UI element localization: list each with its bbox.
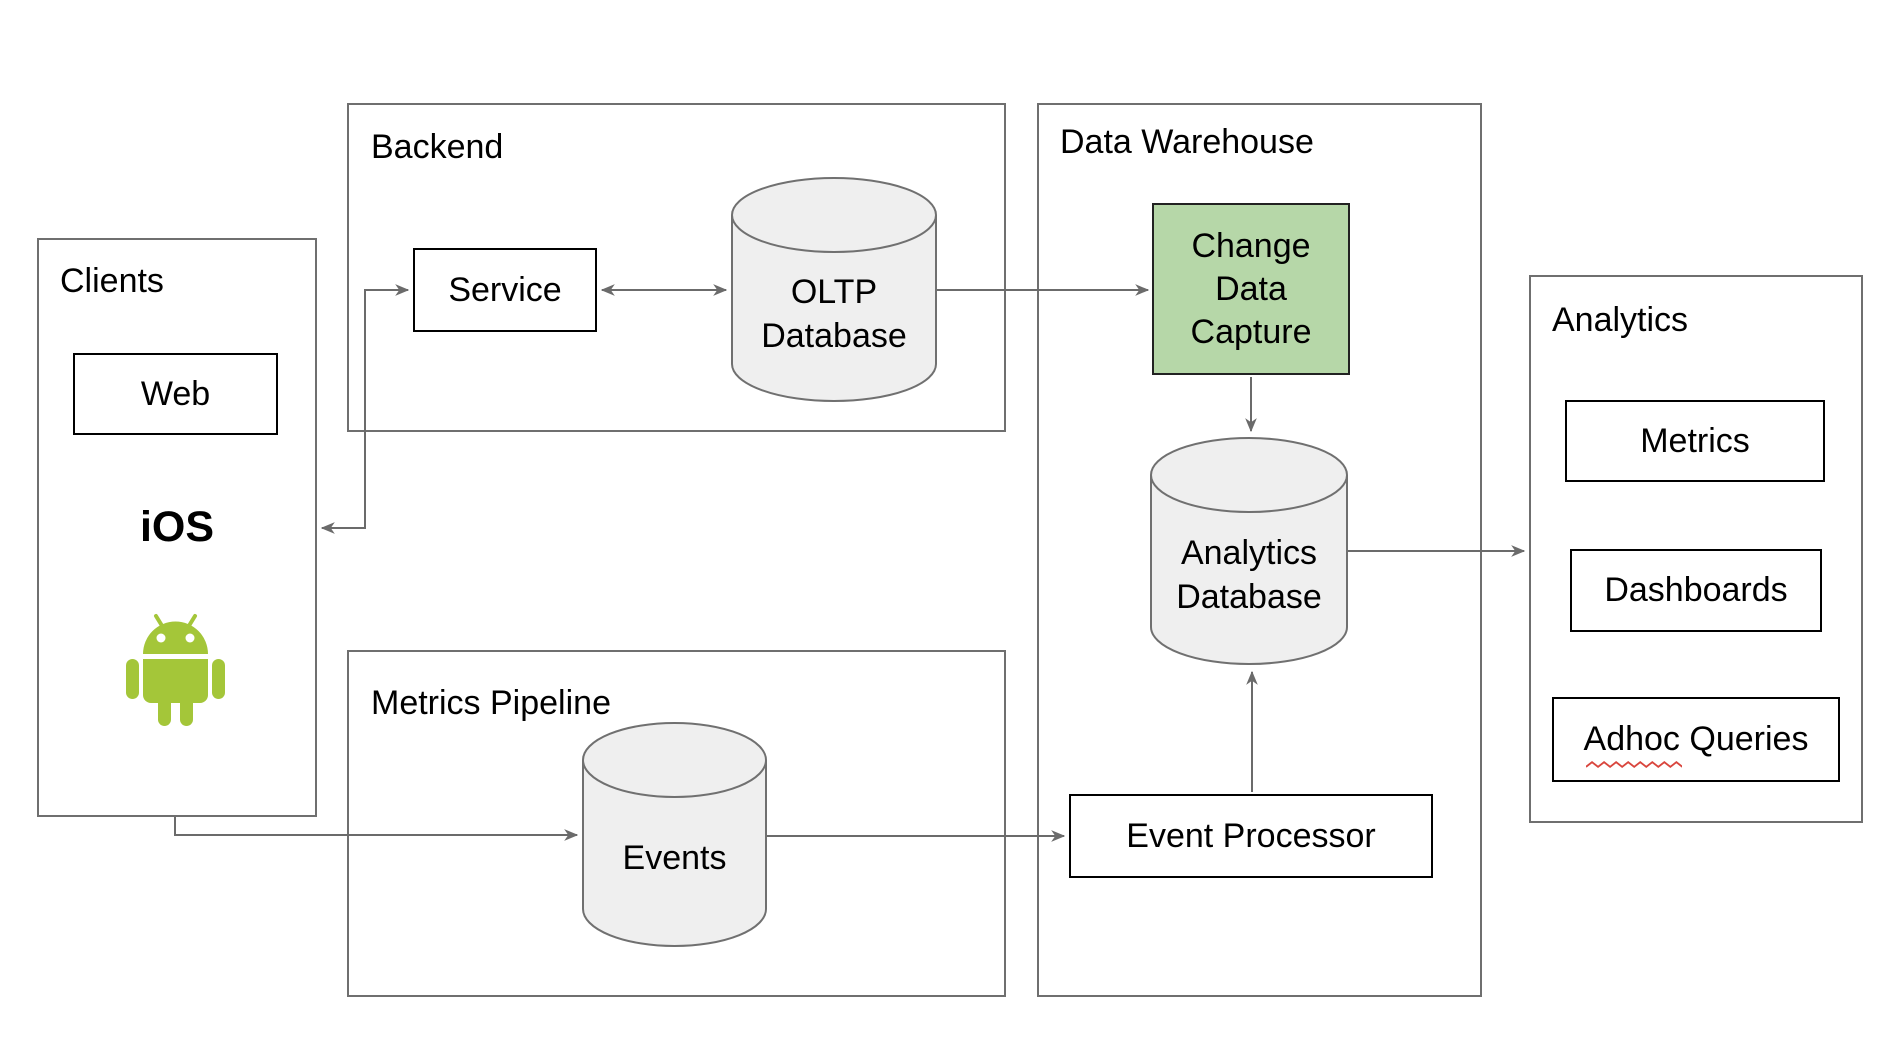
node-adhoc-queries-word2: Queries [1689, 720, 1809, 758]
node-oltp-database[interactable]: OLTP Database [731, 177, 937, 402]
node-analytics-database[interactable]: Analytics Database [1150, 437, 1348, 665]
node-adhoc-queries-word1-text: Adhoc [1583, 720, 1680, 758]
group-data-warehouse-title: Data Warehouse [1060, 123, 1314, 161]
spellcheck-squiggle [1585, 761, 1682, 768]
node-dashboards-label: Dashboards [1604, 571, 1788, 609]
group-backend[interactable]: Backend [347, 103, 1006, 432]
node-metrics[interactable]: Metrics [1565, 400, 1825, 482]
node-ios[interactable]: iOS [37, 503, 317, 552]
node-adhoc-queries[interactable]: Adhoc Queries [1552, 697, 1840, 782]
cylinder-shape [731, 177, 937, 402]
cylinder-shape [582, 722, 767, 947]
node-service[interactable]: Service [413, 248, 597, 332]
node-web[interactable]: Web [73, 353, 278, 435]
node-change-data-capture-label: Change Data Capture [1190, 226, 1312, 351]
node-oltp-database-label: OLTP Database [761, 272, 907, 355]
node-dashboards[interactable]: Dashboards [1570, 549, 1822, 632]
node-change-data-capture[interactable]: Change Data Capture [1152, 203, 1350, 375]
node-service-label: Service [448, 270, 562, 309]
node-event-processor[interactable]: Event Processor [1069, 794, 1433, 878]
group-clients-title: Clients [60, 262, 164, 300]
node-analytics-database-label: Analytics Database [1176, 534, 1322, 616]
node-events-label: Events [622, 839, 727, 877]
node-ios-label: iOS [139, 503, 215, 551]
group-backend-title: Backend [371, 128, 504, 166]
node-web-label: Web [140, 374, 211, 413]
node-metrics-label: Metrics [1640, 421, 1750, 460]
node-adhoc-queries-word1: Adhoc [1583, 720, 1682, 768]
android-robot-icon[interactable] [123, 608, 228, 730]
cylinder-shape [1150, 437, 1348, 665]
group-metrics-pipeline-title: Metrics Pipeline [371, 684, 611, 722]
node-event-processor-label: Event Processor [1126, 816, 1376, 855]
node-events[interactable]: Events [582, 722, 767, 947]
group-analytics-title: Analytics [1552, 301, 1689, 339]
group-analytics[interactable]: Analytics [1529, 275, 1863, 823]
group-clients[interactable]: Clients [37, 238, 317, 817]
